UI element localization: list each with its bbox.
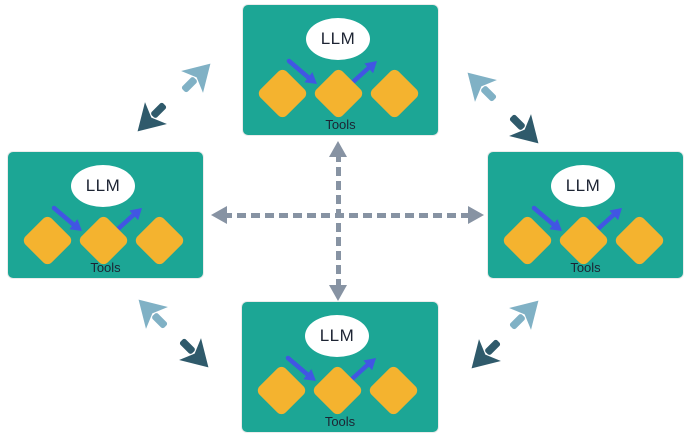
flow-arrow-top-to-left-icon xyxy=(123,90,180,147)
tool-diamond-icon xyxy=(256,67,309,120)
dashed-line xyxy=(223,212,472,218)
agent-box-top: LLM Tools xyxy=(243,5,438,135)
agent-box-bottom: LLM Tools xyxy=(242,302,438,432)
tool-diamond-icon xyxy=(21,214,74,267)
llm-label: LLM xyxy=(85,176,121,195)
llm-label: LLM xyxy=(565,176,601,195)
tool-diamond-icon xyxy=(501,214,554,267)
llm-ellipse: LLM xyxy=(551,165,615,207)
tools-label: Tools xyxy=(324,414,356,429)
flow-arrow-left-to-top-icon xyxy=(169,49,226,106)
tool-diamond-icon xyxy=(613,214,666,267)
agent-box-right: LLM Tools xyxy=(488,152,683,278)
tool-diamond-icon xyxy=(77,214,130,267)
flow-arrow-top-to-right-icon xyxy=(497,102,554,159)
arrowhead-down-icon xyxy=(329,285,347,301)
arrowhead-right-icon xyxy=(468,206,484,224)
arrowhead-left-icon xyxy=(211,206,227,224)
flow-arrow-bottom-to-left-icon xyxy=(124,285,181,342)
flow-arrow-right-to-top-icon xyxy=(453,58,510,115)
llm-ellipse: LLM xyxy=(71,165,135,207)
tools-label: Tools xyxy=(90,260,121,275)
llm-ellipse: LLM xyxy=(306,18,370,60)
tool-diamond-icon xyxy=(312,67,365,120)
dashed-line xyxy=(335,153,341,289)
tool-diamond-icon xyxy=(311,364,364,417)
llm-label: LLM xyxy=(319,326,355,345)
vertical-dashed-connector xyxy=(328,141,348,301)
tools-label: Tools xyxy=(325,117,356,132)
llm-ellipse: LLM xyxy=(305,315,369,357)
tool-diamond-icon xyxy=(255,364,308,417)
flow-arrow-bottom-to-right-icon xyxy=(497,286,554,343)
tool-diamond-icon xyxy=(557,214,610,267)
arrowhead-up-icon xyxy=(329,141,347,157)
llm-label: LLM xyxy=(320,29,356,48)
agent-box-left: LLM Tools xyxy=(8,152,203,278)
tools-label: Tools xyxy=(570,260,601,275)
flow-arrow-right-to-bottom-icon xyxy=(457,327,514,384)
tool-diamond-icon xyxy=(367,364,420,417)
tool-diamond-icon xyxy=(368,67,421,120)
flow-arrow-left-to-bottom-icon xyxy=(167,326,224,383)
horizontal-dashed-connector xyxy=(211,205,484,225)
tool-diamond-icon xyxy=(133,214,186,267)
